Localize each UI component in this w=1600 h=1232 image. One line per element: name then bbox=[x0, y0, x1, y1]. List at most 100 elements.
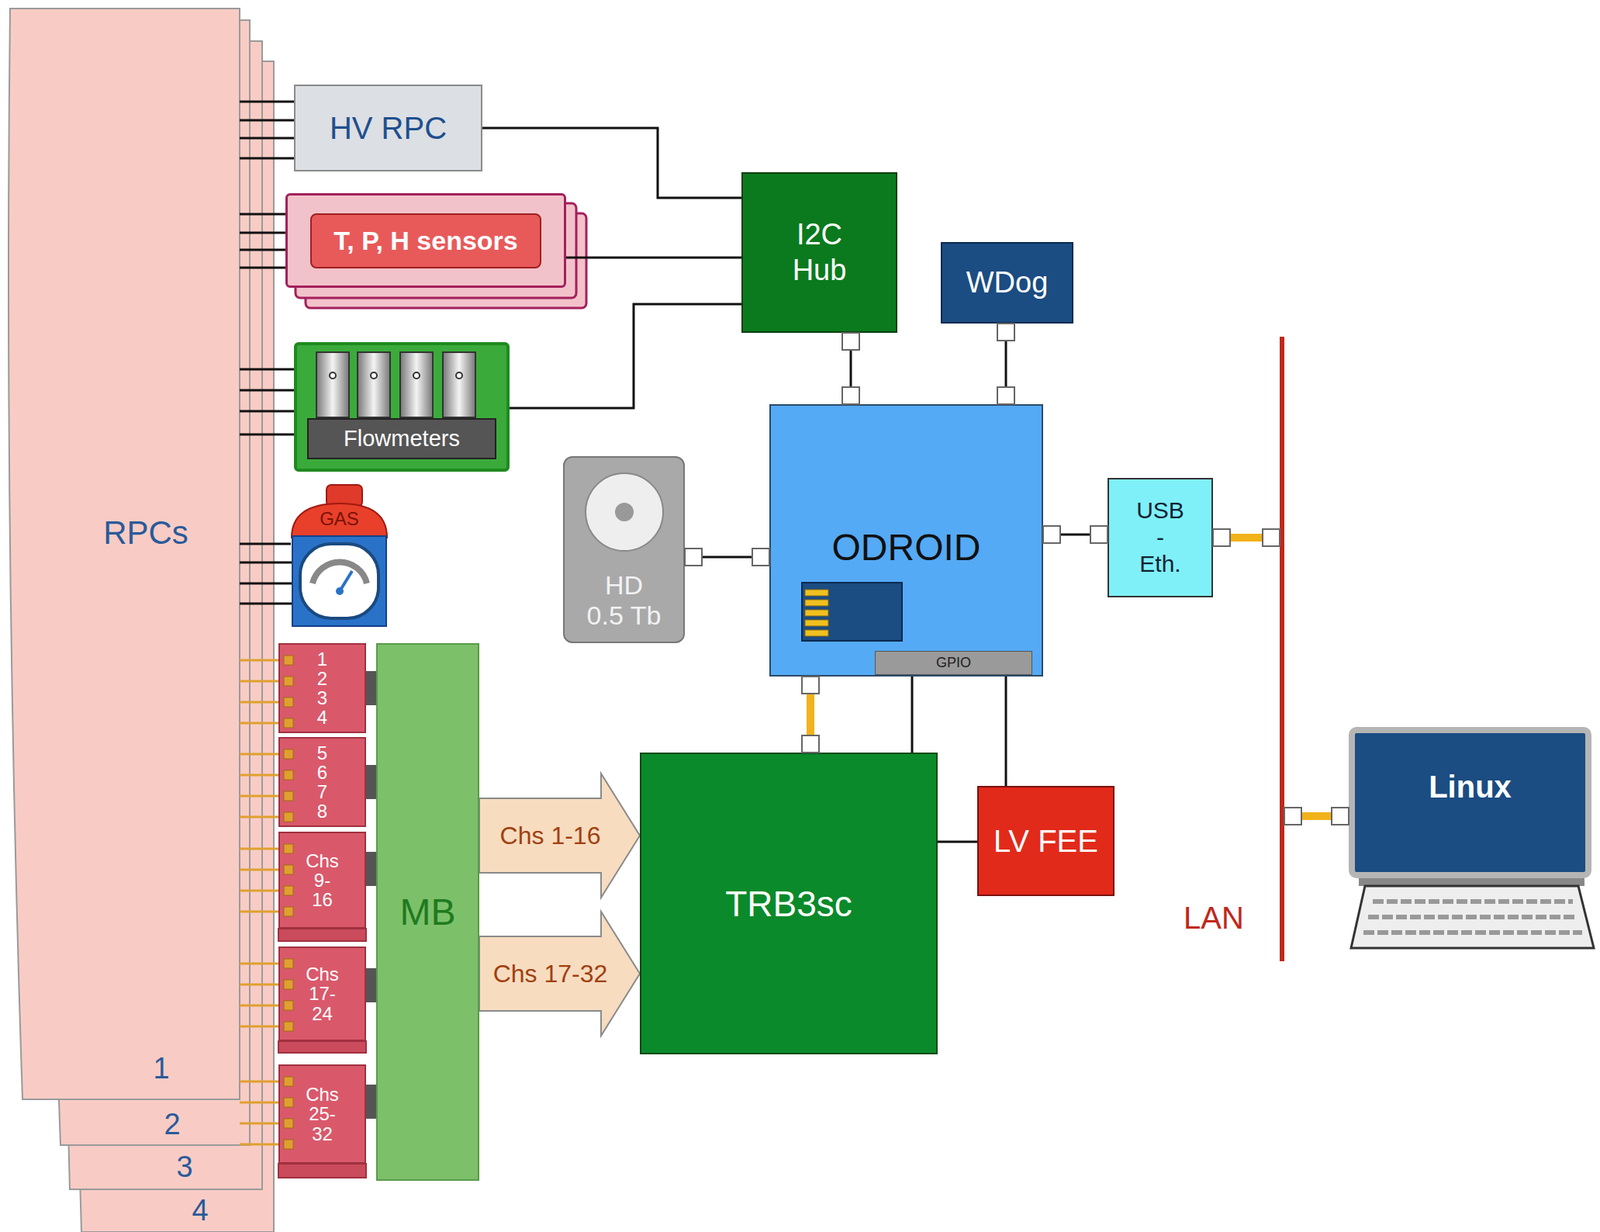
fee-card: 1 2 3 4 bbox=[278, 642, 367, 734]
keyboard bbox=[1358, 877, 1585, 886]
sheet-number: 2 bbox=[163, 1107, 180, 1141]
fee-card: Chs 9-16 bbox=[278, 831, 367, 929]
pin-pad bbox=[283, 812, 294, 822]
node-text: HD 0.5 Tb bbox=[584, 570, 665, 631]
keyboard bbox=[1363, 929, 1583, 935]
keyboard bbox=[1351, 885, 1594, 948]
signal-pin bbox=[239, 868, 279, 871]
gas-gauge bbox=[339, 570, 353, 591]
port-square bbox=[752, 548, 770, 566]
pin-pad bbox=[283, 1139, 294, 1149]
rpc-sheet bbox=[8, 8, 240, 1099]
cable-stub bbox=[239, 410, 294, 413]
sensor-board: T, P, H sensors bbox=[285, 193, 567, 288]
sheet-number: 3 bbox=[176, 1150, 193, 1184]
flowmeter-tube bbox=[316, 352, 476, 418]
rpc-sheet bbox=[8, 8, 274, 1232]
port-square bbox=[842, 332, 860, 350]
pin-pad bbox=[283, 749, 294, 759]
gpio-header: GPIO bbox=[874, 650, 1033, 675]
node-text: LV FEE bbox=[993, 823, 1099, 859]
node-text: Chs 9-16 bbox=[305, 850, 339, 910]
node-text: I2C Hub bbox=[792, 217, 847, 288]
pin-pad bbox=[283, 958, 294, 968]
node-text: ODROID bbox=[832, 525, 982, 569]
cable-stub bbox=[239, 266, 286, 270]
port-square bbox=[1090, 525, 1108, 543]
pin-pad bbox=[283, 1097, 294, 1107]
keyboard bbox=[1372, 898, 1573, 904]
card-connector bbox=[366, 670, 377, 705]
pin-pad bbox=[283, 843, 294, 854]
rpc-sheet bbox=[72, 61, 274, 1232]
wire bbox=[239, 1080, 279, 1083]
signal-pin bbox=[239, 889, 279, 892]
odroid-board: ODROID GPIO bbox=[769, 404, 1044, 677]
card-connector bbox=[366, 851, 377, 886]
edge-label: Chs 1-16 bbox=[498, 821, 603, 851]
cable-stub bbox=[239, 248, 286, 252]
flowmeter-tube bbox=[357, 352, 391, 418]
keyboard bbox=[1351, 877, 1594, 948]
sd-card bbox=[805, 599, 829, 606]
flowmeter-tube bbox=[456, 372, 463, 379]
fee-card: 5 6 7 8 bbox=[278, 736, 367, 828]
flowmeter-tube bbox=[442, 352, 476, 418]
flowmeter-panel: Flowmeters bbox=[293, 342, 510, 472]
wire bbox=[239, 368, 294, 371]
node-text: 1 2 3 4 bbox=[317, 649, 328, 728]
pin-pad bbox=[283, 655, 294, 1149]
node-text: Flowmeters bbox=[307, 418, 497, 460]
disk-icon bbox=[585, 473, 664, 551]
signal-pin bbox=[239, 1004, 279, 1007]
flowmeter-tube bbox=[329, 372, 336, 379]
lv-supply: LV FEE bbox=[977, 785, 1115, 896]
keyboard bbox=[1368, 914, 1578, 920]
wire bbox=[806, 676, 815, 753]
pin-pad bbox=[283, 791, 294, 801]
wire bbox=[239, 100, 294, 104]
node-text: Chs 25-32 bbox=[305, 1084, 339, 1144]
signal-arrow bbox=[479, 911, 640, 1036]
node-text: USB - Eth. bbox=[1136, 497, 1185, 578]
wire bbox=[684, 556, 770, 559]
pin-pad bbox=[283, 906, 294, 916]
sd-card bbox=[805, 629, 829, 636]
fee-card: Chs 25-32 bbox=[278, 1064, 367, 1164]
usb-ethernet: USB - Eth. bbox=[1107, 477, 1213, 598]
sd-card bbox=[801, 582, 902, 641]
signal-pin bbox=[239, 774, 279, 777]
card-extension bbox=[278, 1040, 367, 1053]
wire bbox=[239, 542, 291, 546]
port-square bbox=[1284, 807, 1302, 825]
port-square bbox=[684, 548, 702, 566]
port-square bbox=[842, 387, 860, 405]
port-square bbox=[997, 387, 1015, 405]
signal-pin bbox=[239, 794, 279, 798]
signal-pin bbox=[239, 680, 279, 683]
node-text: WDog bbox=[966, 266, 1049, 300]
signal-pin bbox=[239, 910, 279, 913]
pin-pad bbox=[283, 1000, 294, 1010]
port-square bbox=[801, 676, 820, 694]
port-square bbox=[997, 323, 1015, 341]
card-extension bbox=[278, 928, 367, 941]
flowmeter-tube bbox=[316, 352, 350, 418]
pin-pad bbox=[283, 1021, 294, 1031]
pin-pad bbox=[283, 864, 294, 875]
node-text: 5 6 7 8 bbox=[317, 742, 328, 822]
pin-pad bbox=[283, 770, 294, 780]
wire bbox=[482, 127, 742, 198]
trb-board: TRB3sc bbox=[639, 752, 938, 1054]
pin-pad bbox=[283, 979, 294, 989]
wire bbox=[1212, 533, 1280, 542]
card-connector bbox=[366, 1084, 377, 1119]
node-text: Chs 17-24 bbox=[305, 964, 339, 1023]
signal-pin bbox=[239, 983, 279, 986]
cable-stub bbox=[239, 389, 294, 392]
hv-supply: HV RPC bbox=[293, 84, 483, 172]
gas-gauge bbox=[300, 543, 379, 619]
wire bbox=[239, 213, 286, 216]
rpc-sheet bbox=[44, 20, 250, 1145]
hard-disk: HD 0.5 Tb bbox=[563, 456, 685, 643]
